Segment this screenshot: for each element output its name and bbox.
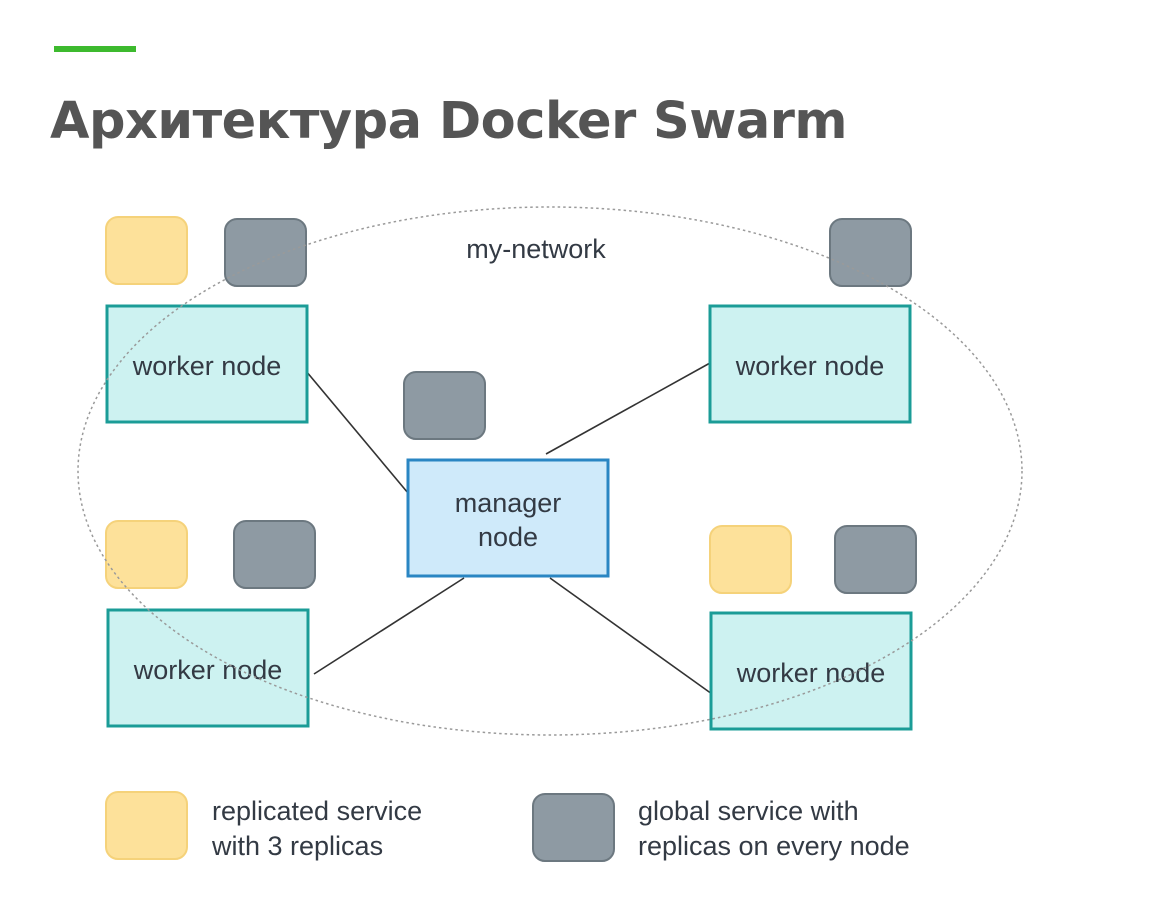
legend-global-line1: global service with xyxy=(638,796,859,826)
legend-global-swatch xyxy=(532,793,615,862)
network-ellipse xyxy=(77,206,1023,736)
connection-bottom-left xyxy=(313,577,465,675)
worker-node: worker node xyxy=(106,608,310,728)
global-service-box xyxy=(233,520,316,589)
worker-node-label: worker node xyxy=(132,351,282,381)
manager-node-label-line1: manager xyxy=(455,488,562,518)
worker-node-label: worker node xyxy=(133,655,283,685)
legend-replicated-swatch xyxy=(105,791,188,860)
legend-global-line2: replicas on every node xyxy=(638,831,910,861)
accent-bar xyxy=(54,46,136,52)
worker-node: worker node xyxy=(105,304,309,424)
worker-node: worker node xyxy=(709,611,913,731)
connection-top-right xyxy=(545,362,711,455)
legend-replicated-line2: with 3 replicas xyxy=(211,831,383,861)
legend-replicated-line1: replicated service xyxy=(212,796,422,826)
page-title: Архитектура Docker Swarm xyxy=(50,92,848,151)
worker-node-label: worker node xyxy=(736,658,886,688)
worker-node: worker node xyxy=(708,304,912,424)
worker-node-label: worker node xyxy=(735,351,885,381)
connection-top-left xyxy=(305,370,409,494)
connection-bottom-right xyxy=(549,577,713,695)
replicated-service-box xyxy=(105,216,188,285)
replicated-service-box xyxy=(709,525,792,594)
network-label: my-network xyxy=(466,234,606,264)
manager-node: manager node xyxy=(406,458,610,578)
connections xyxy=(305,362,713,695)
global-service-box xyxy=(224,218,307,287)
manager-node-label-line2: node xyxy=(478,522,538,552)
global-service-box xyxy=(403,371,486,440)
services xyxy=(105,216,917,594)
replicated-service-box xyxy=(105,520,188,589)
legend: replicated service with 3 replicas globa… xyxy=(105,791,910,862)
global-service-box xyxy=(834,525,917,594)
global-service-box xyxy=(829,218,912,287)
